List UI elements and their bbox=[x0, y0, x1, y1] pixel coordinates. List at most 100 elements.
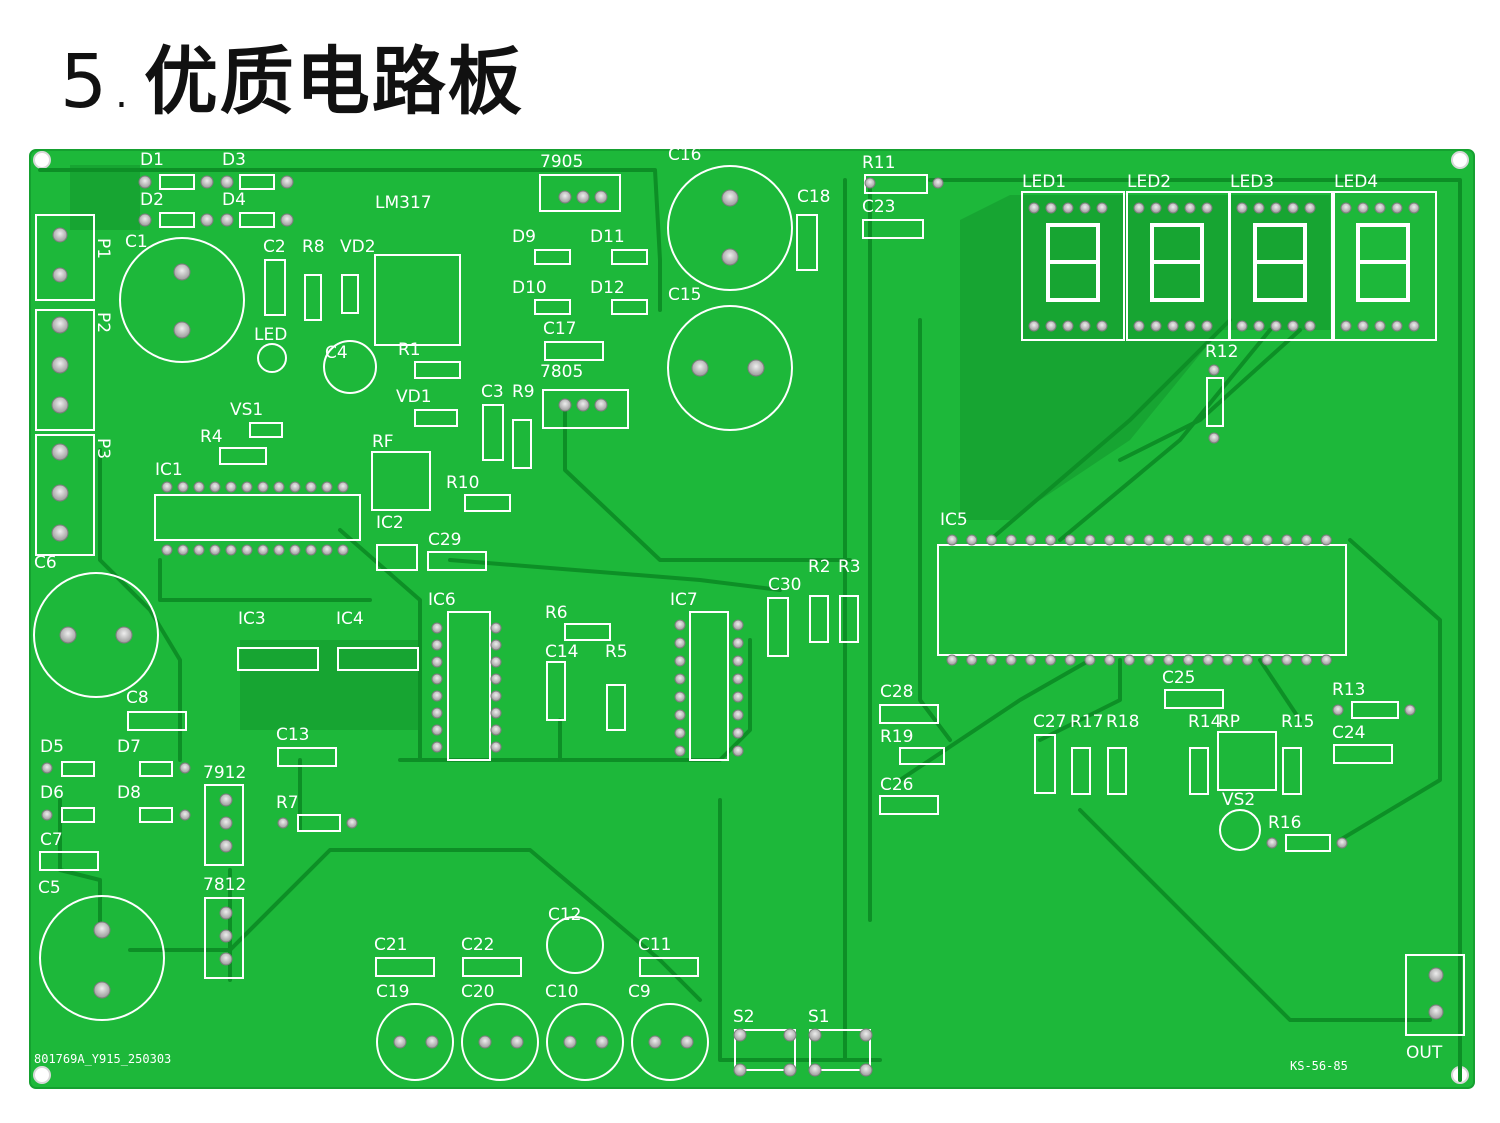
label-D1: D1 bbox=[140, 150, 164, 170]
passive-component-bodies bbox=[39, 174, 1399, 977]
ic-pin-pad bbox=[966, 654, 978, 666]
ic-pin-pad bbox=[1253, 320, 1265, 332]
ic-pin-pad bbox=[431, 639, 443, 651]
label-VD1: VD1 bbox=[396, 387, 432, 407]
ic-pin-pad bbox=[1340, 202, 1352, 214]
label-C22: C22 bbox=[461, 935, 495, 955]
label-R19: R19 bbox=[880, 727, 913, 747]
ic-pin-pad bbox=[337, 481, 349, 493]
label-R10: R10 bbox=[446, 473, 479, 493]
ic-pin-pad bbox=[1391, 202, 1403, 214]
label-LED1: LED1 bbox=[1022, 172, 1066, 192]
ic-pin-pad bbox=[1150, 320, 1162, 332]
ic-pin-pad bbox=[1096, 320, 1108, 332]
ic-pin-pad bbox=[1202, 534, 1214, 546]
label-IC6: IC6 bbox=[428, 590, 456, 610]
ic-pin-pad bbox=[1270, 202, 1282, 214]
label-C28: C28 bbox=[880, 682, 914, 702]
label-R1: R1 bbox=[398, 340, 421, 360]
ic-pin-pad bbox=[490, 639, 502, 651]
ic-pin-pad bbox=[1150, 202, 1162, 214]
label-R15: R15 bbox=[1281, 712, 1314, 732]
ic-pin-pad bbox=[966, 534, 978, 546]
label-D7: D7 bbox=[117, 737, 141, 757]
ic-pin-pad bbox=[289, 481, 301, 493]
ic-pin-pad bbox=[177, 481, 189, 493]
ic-pin-pad bbox=[431, 656, 443, 668]
ic-pin-pad bbox=[321, 481, 333, 493]
ic-pin-pad bbox=[1281, 654, 1293, 666]
label-7812: 7812 bbox=[203, 875, 246, 895]
label-S2: S2 bbox=[733, 1007, 755, 1027]
ic-pin-pad bbox=[1123, 654, 1135, 666]
label-C11: C11 bbox=[638, 935, 672, 955]
label-C16: C16 bbox=[668, 145, 702, 165]
label-C5: C5 bbox=[38, 878, 61, 898]
ic-pin-pad bbox=[1028, 320, 1040, 332]
label-C4: C4 bbox=[325, 343, 348, 363]
ic-pin-pad bbox=[490, 622, 502, 634]
ic-pin-pad bbox=[1374, 202, 1386, 214]
label-P1: P1 bbox=[93, 238, 113, 259]
ic-pin-pad bbox=[1062, 320, 1074, 332]
label-C6: C6 bbox=[34, 553, 57, 573]
ic-pin-pad bbox=[732, 673, 744, 685]
ic-pin-pad bbox=[305, 481, 317, 493]
ic-pin-pad bbox=[490, 656, 502, 668]
ic-pin-pad bbox=[225, 481, 237, 493]
ic-pin-pad bbox=[1104, 654, 1116, 666]
ic-pin-pad bbox=[1304, 202, 1316, 214]
ic-pin-pad bbox=[1182, 534, 1194, 546]
label-C13: C13 bbox=[276, 725, 310, 745]
ic-pin-pad bbox=[1064, 654, 1076, 666]
label-OUT: OUT bbox=[1406, 1043, 1443, 1063]
page-heading: 5.优质电路板 bbox=[60, 22, 524, 129]
ic-pin-pad bbox=[225, 544, 237, 556]
ic-pin-pad bbox=[1236, 202, 1248, 214]
label-D9: D9 bbox=[512, 227, 536, 247]
ic-pin-pad bbox=[1408, 320, 1420, 332]
label-R9: R9 bbox=[512, 382, 535, 402]
ic-pin-pad bbox=[193, 544, 205, 556]
label-D4: D4 bbox=[222, 190, 246, 210]
label-R13: R13 bbox=[1332, 680, 1365, 700]
label-C9: C9 bbox=[628, 982, 651, 1002]
ic-pin-pad bbox=[1064, 534, 1076, 546]
solder-pads bbox=[41, 175, 1444, 1077]
ic-pin-pad bbox=[674, 619, 686, 631]
seven-segment-digits bbox=[1046, 223, 1410, 302]
label-C23: C23 bbox=[862, 197, 896, 217]
label-P3: P3 bbox=[93, 438, 113, 459]
ic-pin-pad bbox=[490, 707, 502, 719]
ic-pin-pad bbox=[273, 544, 285, 556]
ic-pin-rows bbox=[161, 202, 1420, 757]
label-R17: R17 bbox=[1070, 712, 1103, 732]
label-7905: 7905 bbox=[540, 152, 583, 172]
ic-pin-pad bbox=[674, 745, 686, 757]
label-C12: C12 bbox=[548, 905, 582, 925]
ic-pin-pad bbox=[674, 673, 686, 685]
label-C1: C1 bbox=[125, 232, 148, 252]
ic-pin-pad bbox=[1025, 654, 1037, 666]
ic-pin-pad bbox=[1222, 534, 1234, 546]
label-C27: C27 bbox=[1033, 712, 1067, 732]
label-LED4: LED4 bbox=[1334, 172, 1378, 192]
label-P2: P2 bbox=[93, 312, 113, 333]
copper-traces bbox=[38, 168, 1462, 1082]
label-C26: C26 bbox=[880, 775, 914, 795]
ic-pin-pad bbox=[1261, 534, 1273, 546]
ic-pin-pad bbox=[490, 724, 502, 736]
ic-pin-pad bbox=[732, 727, 744, 739]
label-R6: R6 bbox=[545, 603, 568, 623]
silkscreen-labels: D1 D3 D2 D4 P1 P2 P3 C1 C2 R8 VD2 LM317 … bbox=[34, 145, 1443, 1073]
label-IC1: IC1 bbox=[155, 460, 183, 480]
label-D8: D8 bbox=[117, 783, 141, 803]
ic-pin-pad bbox=[1270, 320, 1282, 332]
ic-pin-pad bbox=[985, 534, 997, 546]
label-C15: C15 bbox=[668, 285, 702, 305]
label-IC5: IC5 bbox=[940, 510, 968, 530]
ic-pin-pad bbox=[1281, 534, 1293, 546]
label-LED3: LED3 bbox=[1230, 172, 1274, 192]
ic-pin-pad bbox=[1143, 654, 1155, 666]
ic-pin-pad bbox=[1391, 320, 1403, 332]
